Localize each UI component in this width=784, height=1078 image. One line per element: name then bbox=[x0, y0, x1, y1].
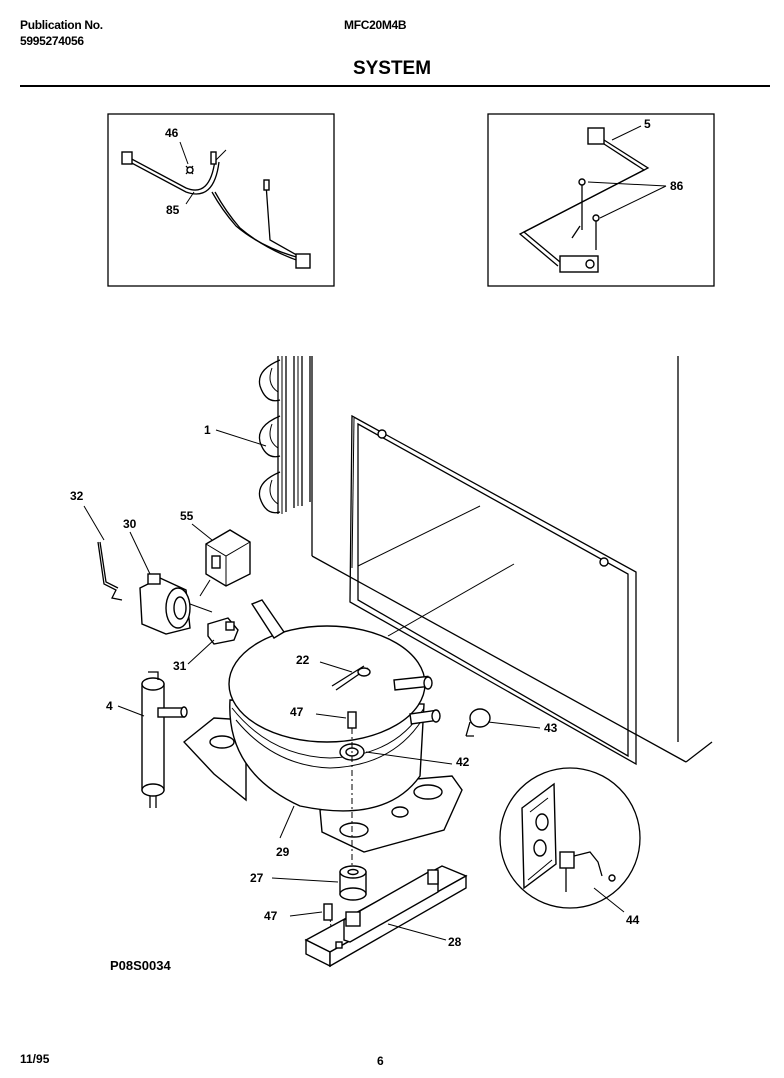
drier-4 bbox=[117, 671, 188, 808]
callout-22: 22 bbox=[296, 653, 310, 667]
callout-85: 85 bbox=[166, 203, 180, 217]
callout-32: 32 bbox=[70, 489, 84, 503]
relay-55 bbox=[191, 523, 251, 597]
cabinet bbox=[311, 356, 713, 766]
callout-1: 1 bbox=[204, 423, 211, 437]
callout-30: 30 bbox=[123, 517, 137, 531]
inset-left bbox=[107, 113, 335, 287]
footer-date: 11/95 bbox=[20, 1052, 50, 1066]
clamp-43 bbox=[465, 708, 541, 737]
callout-4: 4 bbox=[106, 699, 113, 713]
callout-28: 28 bbox=[448, 935, 462, 949]
clip-31 bbox=[187, 617, 239, 665]
publication-label: Publication No. bbox=[20, 18, 103, 32]
condenser-coil bbox=[258, 356, 311, 514]
page-title: SYSTEM bbox=[352, 58, 432, 79]
callout-86: 86 bbox=[670, 179, 684, 193]
callout-55: 55 bbox=[180, 509, 194, 523]
compressor-29 bbox=[182, 599, 463, 853]
callout-46: 46 bbox=[165, 126, 179, 140]
screw-47-lower bbox=[289, 903, 333, 921]
page-number: 6 bbox=[377, 1054, 384, 1068]
screw-46 bbox=[185, 165, 194, 175]
figure-code: P08S0034 bbox=[110, 958, 171, 973]
publication-number: 5995274056 bbox=[20, 34, 84, 48]
callout-29: 29 bbox=[276, 845, 290, 859]
wire-32 bbox=[83, 505, 123, 601]
callout-47-lower: 47 bbox=[264, 909, 278, 923]
overload-30 bbox=[129, 531, 213, 635]
part-22 bbox=[319, 661, 371, 691]
connector-block-top bbox=[587, 127, 605, 145]
callout-47-upper: 47 bbox=[290, 705, 304, 719]
callout-27: 27 bbox=[250, 871, 264, 885]
callout-42: 42 bbox=[456, 755, 470, 769]
header-rule bbox=[20, 85, 770, 87]
outlet-detail-44 bbox=[499, 767, 641, 913]
callout-31: 31 bbox=[173, 659, 187, 673]
mounting-rail-28 bbox=[304, 865, 468, 968]
callout-44: 44 bbox=[626, 913, 640, 927]
grommet-27 bbox=[271, 865, 367, 901]
callout-5: 5 bbox=[644, 117, 651, 131]
callout-43: 43 bbox=[544, 721, 558, 735]
model-number: MFC20M4B bbox=[344, 18, 407, 32]
inset-right bbox=[487, 113, 715, 287]
